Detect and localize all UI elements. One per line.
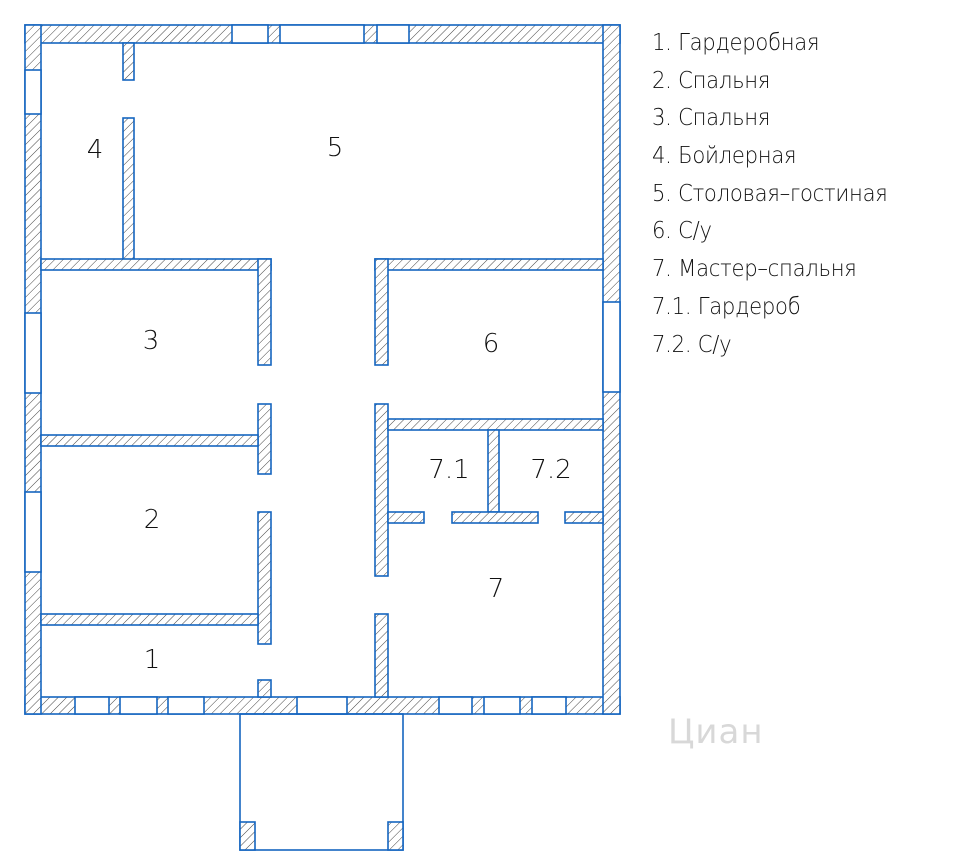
porch — [239, 713, 404, 851]
legend-item: 5. Столовая–гостиная — [652, 180, 888, 207]
outer-walls — [24, 24, 621, 715]
room-number-7: 7 — [488, 574, 505, 604]
room-number-1: 1 — [144, 645, 161, 675]
room-number-5: 5 — [327, 133, 344, 163]
legend-item: 7.2. С/у — [652, 331, 732, 358]
room-number-6: 6 — [483, 329, 500, 359]
legend-item: 2. Спальня — [652, 67, 771, 94]
legend-item: 7. Мастер–спальня — [652, 256, 857, 283]
legend-item: 6. С/у — [652, 218, 712, 245]
windows — [24, 24, 621, 715]
room-number-7-2: 7.2 — [530, 455, 571, 485]
room-number-2: 2 — [144, 505, 161, 535]
room-number-7-1: 7.1 — [428, 455, 469, 485]
legend-item: 1. Гардеробная — [652, 30, 820, 56]
legend-item: 7.1. Гардероб — [652, 293, 801, 320]
room-number-3: 3 — [143, 326, 160, 356]
legend-item: 4. Бойлерная — [652, 143, 797, 170]
room-number-4: 4 — [87, 135, 104, 165]
room-numbers: 4 5 3 6 7.1 7.2 2 7 1 — [87, 133, 572, 675]
watermark: Циан — [668, 712, 764, 752]
legend-item: 3. Спальня — [652, 105, 771, 132]
room-legend: 1. Гардеробная 2. Спальня 3. Спальня 4. … — [652, 28, 908, 367]
interior-walls — [40, 42, 604, 698]
